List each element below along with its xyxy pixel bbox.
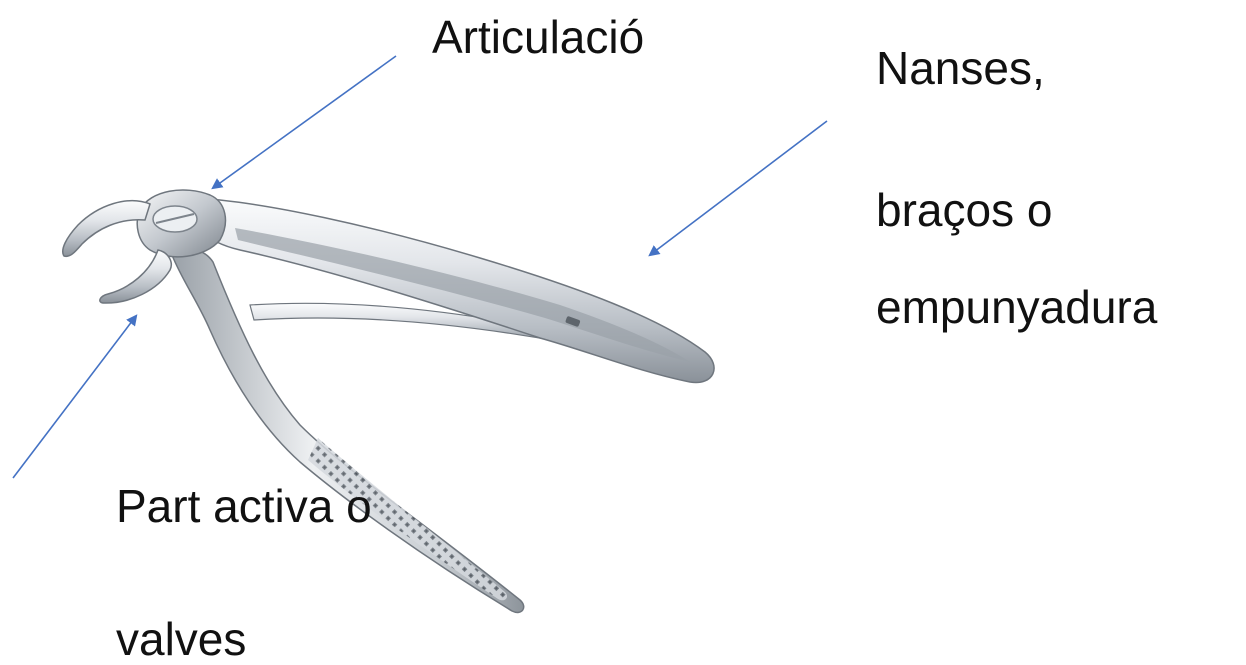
upper-beak (62, 200, 151, 258)
label-nanses-line1: Nanses, (876, 42, 1045, 94)
arrow-part-activa (12, 314, 138, 479)
label-articulacio: Articulació (432, 11, 645, 63)
lower-handle (171, 248, 525, 614)
lower-beak (99, 249, 172, 304)
arrow-articulacio (211, 55, 397, 190)
label-nanses-line3: empunyadura (876, 281, 1158, 333)
label-part-activa-line2: valves (116, 613, 247, 665)
arrow-nanses (648, 120, 828, 257)
handle-slot (565, 316, 581, 327)
upper-handle-channel (235, 228, 690, 362)
lower-handle-grip (308, 438, 508, 601)
forceps-image (62, 189, 715, 614)
label-part-activa-line1: Part activa o (116, 480, 372, 532)
label-nanses-line2: braços o (876, 184, 1053, 236)
